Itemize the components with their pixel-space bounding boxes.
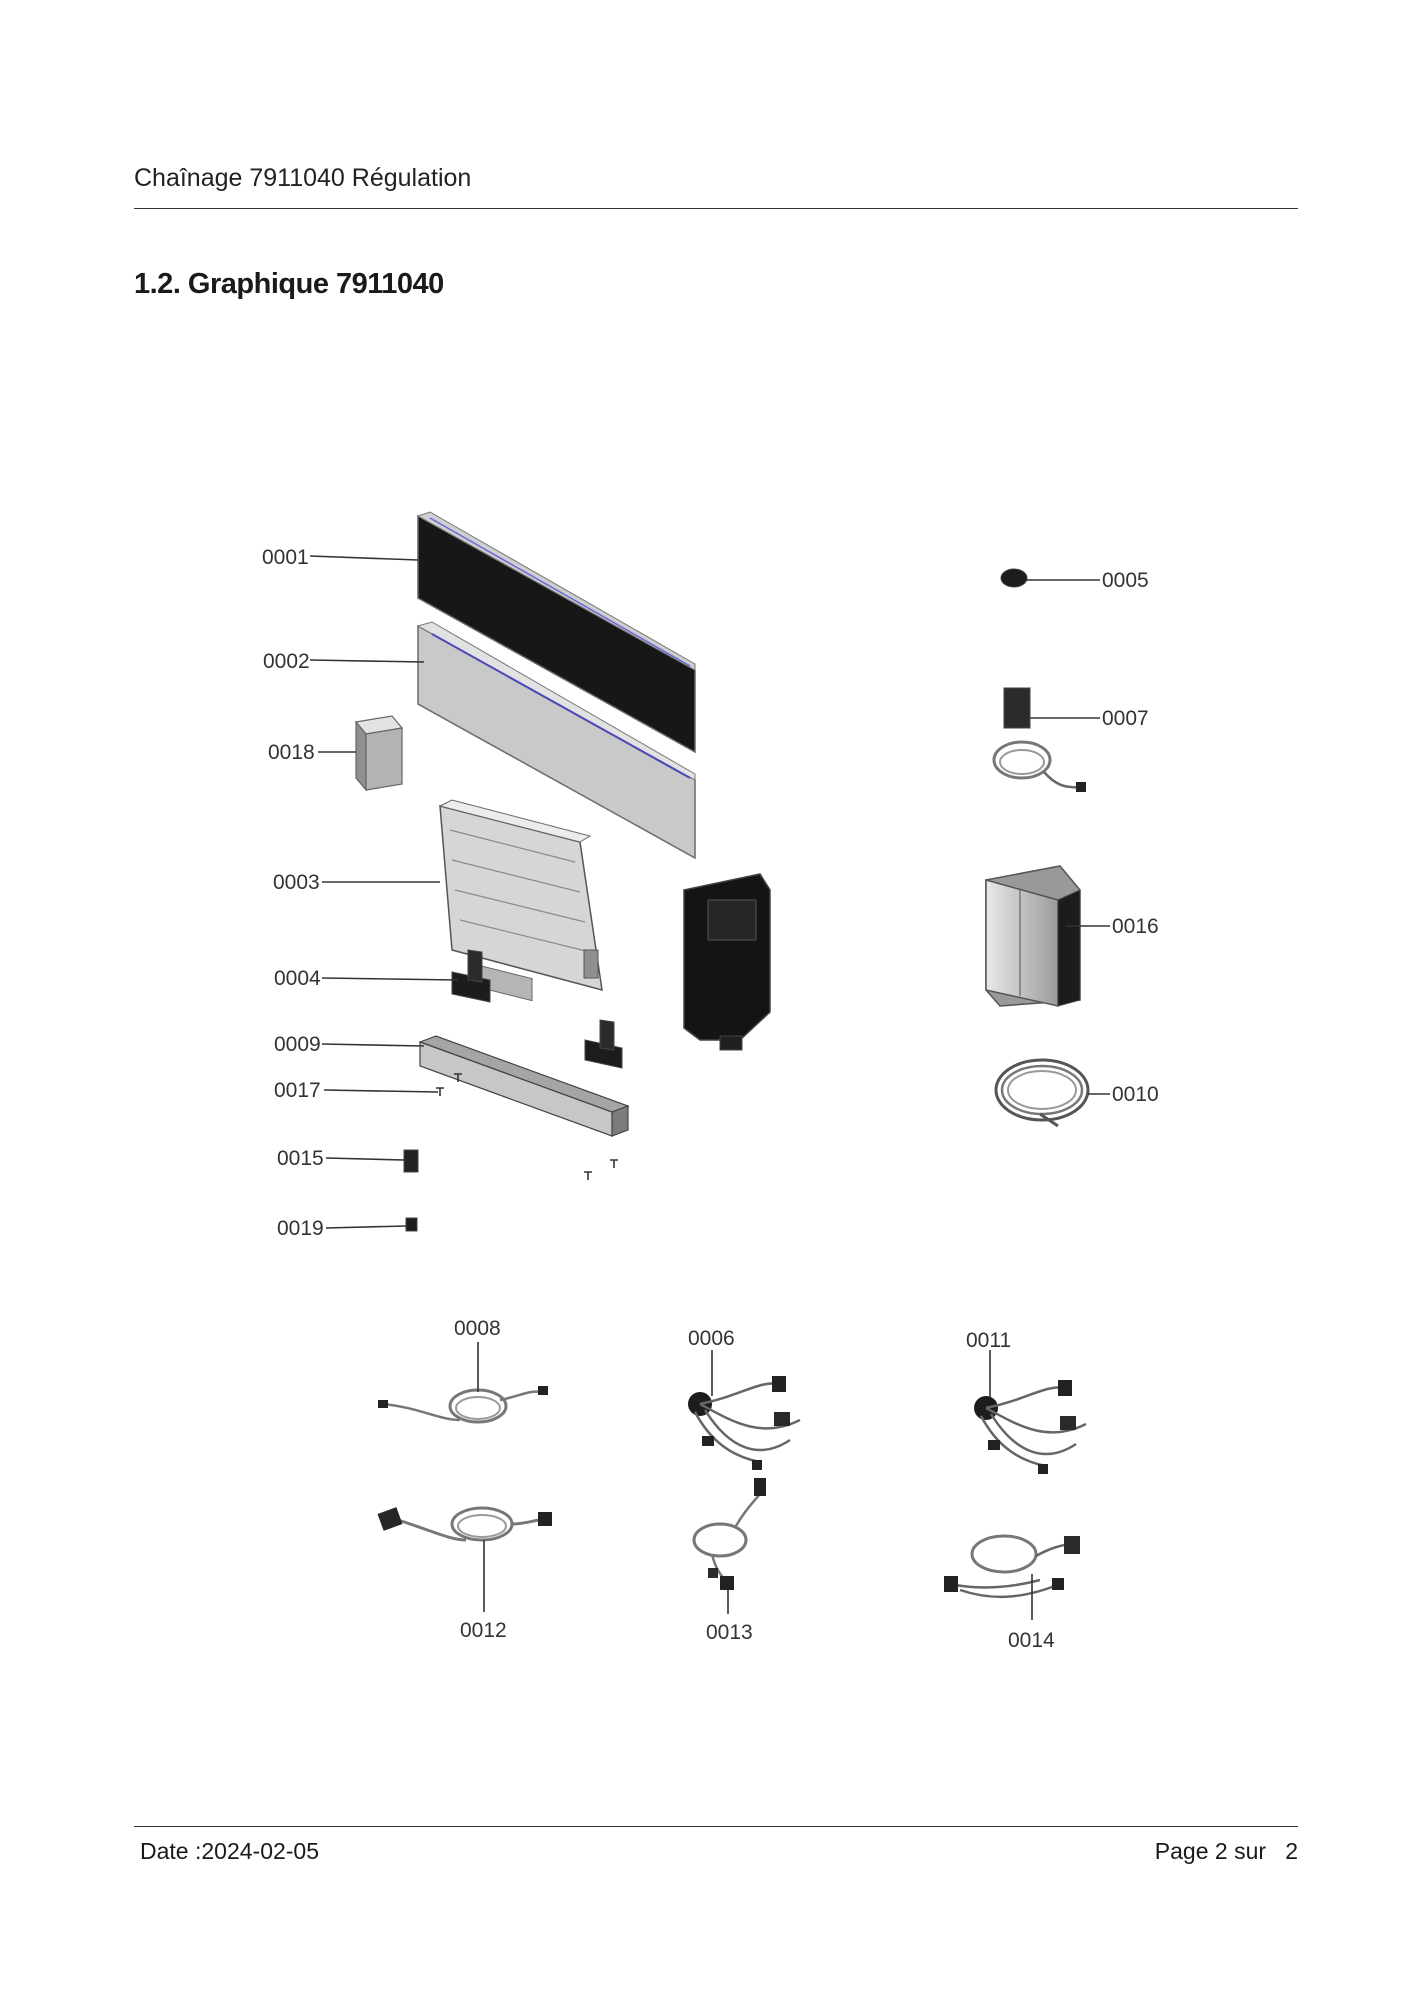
part-0012-cable	[377, 1506, 552, 1542]
part-0016-enclosure	[985, 865, 1081, 1007]
part-0010-coil	[994, 1058, 1090, 1128]
footer-rule	[134, 1826, 1298, 1827]
section-heading: 1.2. Graphique 7911040	[134, 268, 444, 300]
part-0008-cable	[378, 1386, 548, 1424]
part-0003-control-housing	[438, 799, 603, 1002]
header-rule	[134, 208, 1298, 209]
part-0017-screws	[436, 1073, 618, 1180]
label-0011: 0011	[966, 1329, 1011, 1352]
part-0018-small-module	[354, 715, 404, 792]
part-labels: 0001 0002 0018 0003 0004 0009 0017 0015 …	[262, 546, 1159, 1652]
part-0019-plug	[405, 1217, 418, 1232]
label-0013: 0013	[706, 1621, 753, 1644]
part-0014-harness	[944, 1534, 1080, 1599]
footer-date: Date :2024-02-05	[140, 1838, 320, 1864]
part-0007-sensor	[992, 687, 1086, 792]
part-0013-cable	[692, 1478, 766, 1590]
label-0007: 0007	[1102, 707, 1149, 730]
label-0009: 0009	[274, 1033, 321, 1056]
part-0004-mounting-bracket	[451, 949, 623, 1069]
label-0001: 0001	[262, 546, 309, 569]
part-0006-harness	[688, 1376, 801, 1470]
footer-page-number: Page 2 sur 2	[1154, 1838, 1298, 1864]
part-0002-grey-panel	[416, 621, 696, 860]
part-0009-mounting-rail	[418, 1035, 630, 1137]
label-0016: 0016	[1112, 915, 1159, 938]
label-0010: 0010	[1112, 1083, 1159, 1106]
part-display-module	[683, 873, 771, 1051]
label-0006: 0006	[688, 1327, 735, 1350]
label-0019: 0019	[277, 1217, 324, 1240]
leader-lines	[309, 555, 1110, 1620]
label-0002: 0002	[263, 650, 310, 673]
label-0018: 0018	[268, 741, 315, 764]
label-0014: 0014	[1008, 1629, 1055, 1652]
part-0005-grommet	[1000, 568, 1028, 588]
part-0011-harness	[974, 1380, 1087, 1474]
label-0017: 0017	[274, 1079, 321, 1102]
label-0008: 0008	[454, 1317, 501, 1340]
part-0015-connector	[403, 1149, 419, 1173]
document-header-title: Chaînage 7911040 Régulation	[134, 164, 472, 192]
label-0003: 0003	[273, 871, 320, 894]
label-0015: 0015	[277, 1147, 324, 1170]
label-0004: 0004	[274, 967, 321, 990]
part-0001-front-panel	[416, 511, 696, 754]
label-0012: 0012	[460, 1619, 507, 1642]
label-0005: 0005	[1102, 569, 1149, 592]
